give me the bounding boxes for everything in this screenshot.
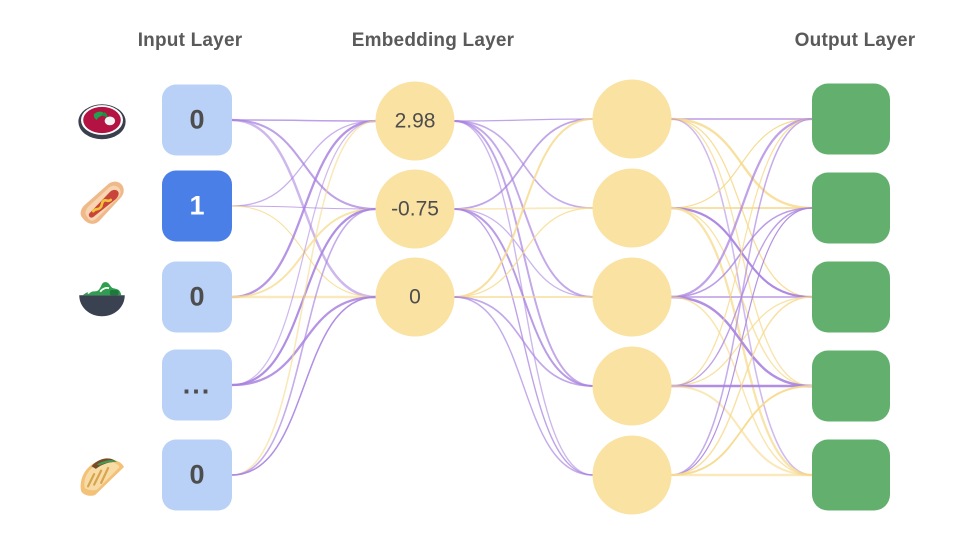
input-node-3[interactable]: ... — [162, 349, 232, 421]
beet-soup-bowl-icon — [74, 92, 130, 148]
output-layer-title: Output Layer — [794, 30, 916, 51]
hidden-node-4[interactable] — [592, 435, 672, 515]
input-node-4[interactable]: 0 — [162, 439, 232, 511]
embedding-node-0[interactable]: 2.98 — [375, 81, 455, 161]
hidden-node-2[interactable] — [592, 257, 672, 337]
taco-icon — [74, 447, 130, 503]
salad-bowl-icon — [74, 269, 130, 325]
hot-dog-icon — [74, 178, 130, 234]
output-node-4[interactable] — [812, 439, 890, 511]
input-node-2[interactable]: 0 — [162, 261, 232, 333]
input-node-1[interactable]: 1 — [162, 170, 232, 242]
embedding-node-1[interactable]: -0.75 — [375, 169, 455, 249]
embedding-node-2[interactable]: 0 — [375, 257, 455, 337]
output-node-1[interactable] — [812, 172, 890, 244]
output-node-0[interactable] — [812, 83, 890, 155]
output-node-2[interactable] — [812, 261, 890, 333]
input-layer-title: Input Layer — [137, 30, 243, 51]
hidden-node-0[interactable] — [592, 79, 672, 159]
embedding-layer-title: Embedding Layer — [351, 30, 515, 51]
hidden-node-1[interactable] — [592, 168, 672, 248]
output-node-3[interactable] — [812, 350, 890, 422]
hidden-node-3[interactable] — [592, 346, 672, 426]
input-node-0[interactable]: 0 — [162, 84, 232, 156]
